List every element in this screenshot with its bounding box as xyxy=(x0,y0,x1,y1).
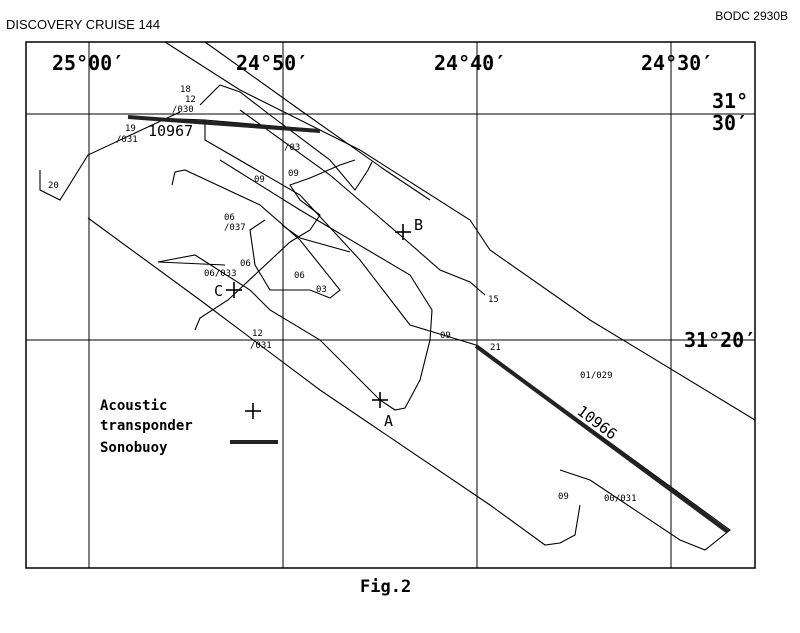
time-label-12-b: 12 xyxy=(252,329,263,339)
time-label-031-a: /031 xyxy=(116,135,138,145)
sonobuoy-track-10966 xyxy=(474,344,730,534)
time-label-06-b: 06 xyxy=(240,259,251,269)
time-label-19: 19 xyxy=(125,124,136,134)
cruise-title: DISCOVERY CRUISE 144 xyxy=(6,17,161,32)
lon-label-25-00: 25°00′ xyxy=(52,51,124,75)
time-label-21: 21 xyxy=(490,343,501,353)
station-a-label: A xyxy=(384,412,393,430)
legend-transponder-text: Acoustic xyxy=(100,398,167,414)
lat-label-31: 31° xyxy=(712,89,748,113)
time-label-06-c: 06 xyxy=(294,271,305,281)
map-frame xyxy=(25,41,756,569)
station-b-label: B xyxy=(414,216,423,234)
time-label-031-b: /031 xyxy=(250,341,272,351)
time-label-09-b: 09 xyxy=(288,169,299,179)
time-label-00-031: 00/031 xyxy=(604,494,637,504)
legend-acoustic: Acoustic transponder xyxy=(100,398,193,434)
station-markers xyxy=(226,224,411,408)
time-label-20: 20 xyxy=(48,181,59,191)
time-label-037: /037 xyxy=(224,223,246,233)
lat-label-30: 30′ xyxy=(712,111,748,135)
graticule xyxy=(26,42,755,568)
track-label-10967: 10967 xyxy=(148,122,193,140)
sonobuoy-track-10967 xyxy=(127,115,321,133)
time-label-03-a: /03 xyxy=(284,143,300,153)
time-label-12: 12 xyxy=(185,95,196,105)
time-label-09-c: 09 xyxy=(440,331,451,341)
legend-transponder-symbol xyxy=(245,403,261,419)
lon-label-24-40: 24°40′ xyxy=(434,51,506,75)
time-label-09-a: 09 xyxy=(254,175,265,185)
lon-label-24-50: 24°50′ xyxy=(236,51,308,75)
time-label-01-029: 01/029 xyxy=(580,371,613,381)
time-label-06-a: 06 xyxy=(224,213,235,223)
lon-label-24-30: 24°30′ xyxy=(641,51,713,75)
bodc-reference: BODC 2930B xyxy=(715,9,788,23)
time-label-03-b: 03 xyxy=(316,285,327,295)
time-label-18: 18 xyxy=(180,85,191,95)
ship-track xyxy=(39,41,756,551)
figure-caption: Fig.2 xyxy=(360,577,412,597)
time-label-06-033: 06/033 xyxy=(204,269,237,279)
time-label-030: /030 xyxy=(172,105,194,115)
station-c-label: C xyxy=(214,282,223,300)
time-label-09-d: 09 xyxy=(558,492,569,502)
time-label-15: 15 xyxy=(488,295,499,305)
legend-sonobuoy-text: Sonobuoy xyxy=(100,440,168,456)
legend-transponder-line2: transponder xyxy=(100,418,193,434)
lat-label-31-20: 31°20′ xyxy=(684,328,756,352)
